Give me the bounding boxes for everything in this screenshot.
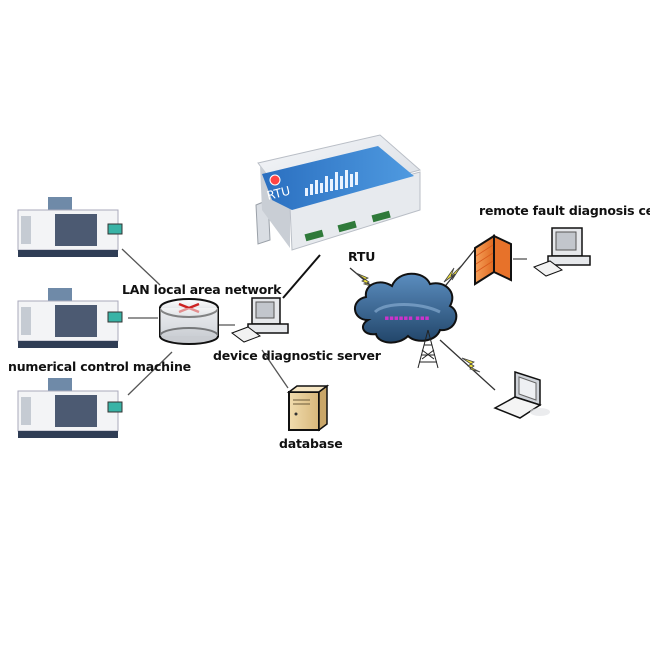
remote-computer-icon [532,227,591,277]
label-rtu: RTU [348,249,376,264]
database-server-icon [286,384,330,432]
numerical-control-machine-3 [17,378,123,438]
label-numerical-control-machine: numerical control machine [8,359,191,374]
rtu-device-brand-text: RTU [265,184,291,203]
line-server-database [261,349,289,389]
router-icon [159,298,219,345]
internet-cloud: ▪▪▪▪▪▪ ▪▪▪ [354,272,458,344]
label-database: database [279,436,343,451]
wireless-link-laptop [439,339,496,391]
rtu-device [255,134,422,251]
lightning-icon [443,265,462,283]
device-diagnostic-server-computer-icon [230,297,289,343]
label-device-diagnostic-server: device diagnostic server [213,348,381,363]
line-machine3-router [127,351,173,396]
firewall-icon [474,234,512,286]
laptop-icon [493,370,550,419]
numerical-control-machine-2 [17,288,123,348]
connection-lines [121,248,527,396]
line-machine1-router [121,248,161,286]
rtu-signal-bars [305,170,358,196]
rtu-logo [269,174,281,186]
rtu-terminal-connectors [304,210,391,242]
lightning-icon [461,357,481,373]
numerical-control-machine-1 [17,197,123,257]
radio-tower-icon [417,329,439,369]
label-remote-fault-diagnosis-center: remote fault diagnosis cente [479,203,650,218]
line-server-rtu [282,254,321,299]
cloud-text: ▪▪▪▪▪▪ ▪▪▪ [385,314,430,322]
label-lan-local-area-network: LAN local area network [122,282,282,297]
